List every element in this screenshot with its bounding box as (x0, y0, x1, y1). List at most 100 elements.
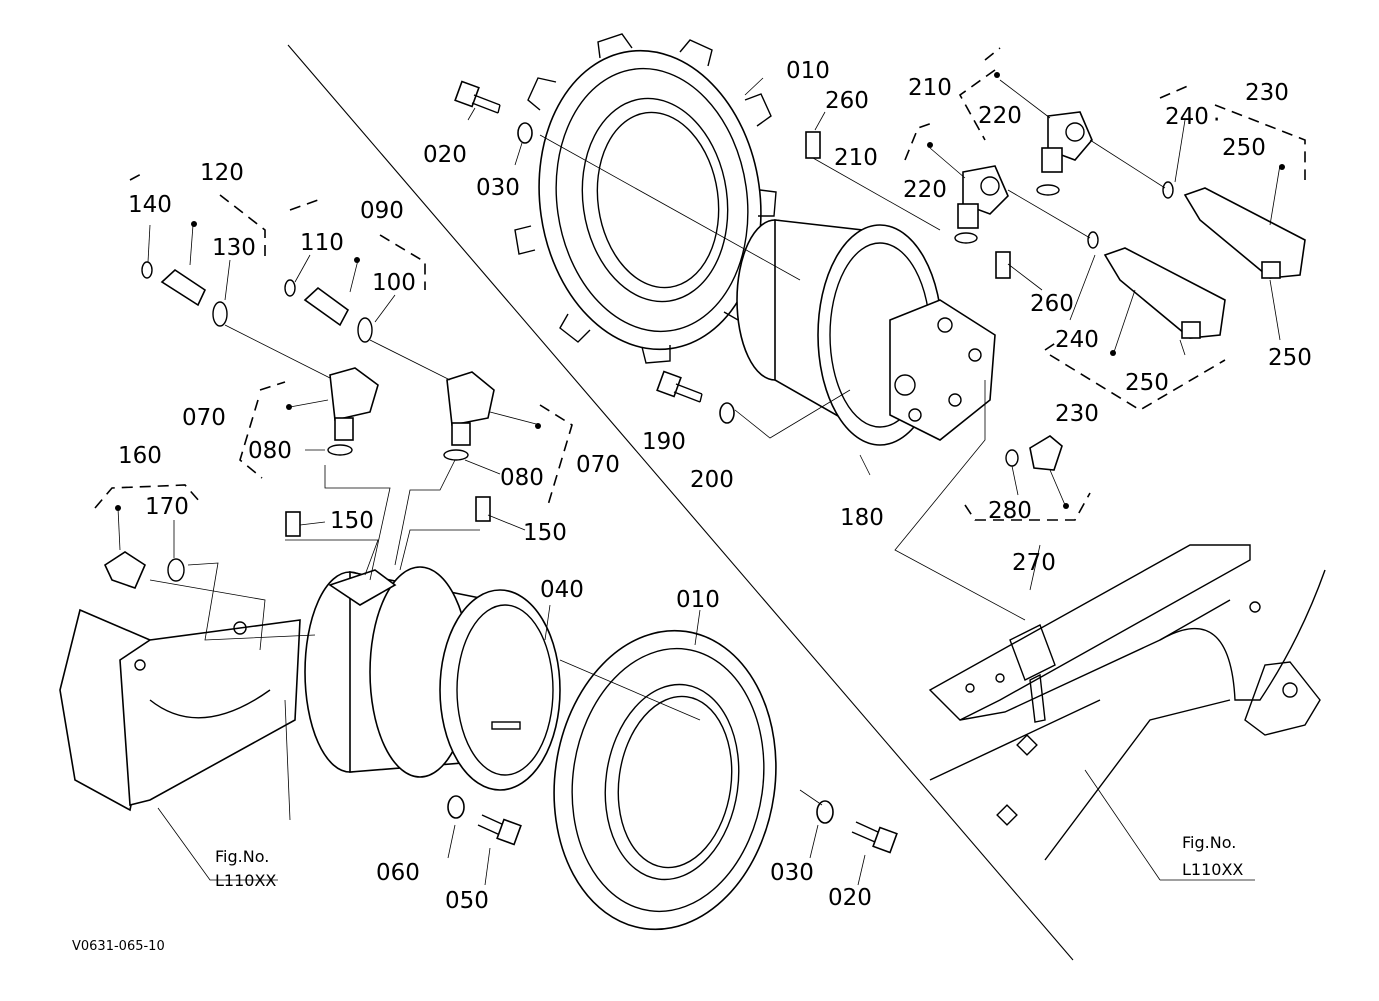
group-210-b (904, 121, 936, 161)
callout: 020 (423, 142, 467, 168)
oring-130 (212, 301, 228, 327)
group-230-top (1159, 84, 1306, 180)
group-070-right (539, 404, 573, 506)
callout: 280 (988, 498, 1032, 524)
callout: 030 (770, 860, 814, 886)
oring-140 (141, 261, 153, 279)
callout: 260 (825, 88, 869, 114)
oring-080-left (327, 444, 353, 456)
callout: 120 (200, 160, 244, 186)
adapter-120 (160, 268, 207, 307)
callout: 240 (1165, 104, 1209, 130)
group-160 (94, 484, 201, 509)
callout: 220 (978, 103, 1022, 129)
leaders-top (467, 77, 1281, 621)
fitting-150-right (475, 496, 491, 522)
fig-ref-right: Fig.No. L110XX (1084, 769, 1255, 881)
dots-top (927, 72, 1285, 509)
group-270 (964, 492, 1091, 521)
fig-ref-line2: L110XX (1182, 860, 1243, 879)
group-230-mid (1044, 339, 1226, 411)
callout: 080 (500, 465, 544, 491)
divider-line (287, 44, 1074, 961)
oring-100 (357, 317, 373, 343)
oring-220-a (1036, 184, 1060, 196)
callout: 090 (360, 198, 404, 224)
group-070-left (239, 381, 286, 479)
callout: 270 (1012, 550, 1056, 576)
travel-motor-top (736, 219, 996, 446)
washer-030-top (517, 122, 533, 144)
callout: 100 (372, 270, 416, 296)
valve-250-b (1103, 247, 1226, 339)
callout: 230 (1245, 80, 1289, 106)
callout-dot-sep: · (1213, 107, 1220, 133)
adapter-090 (303, 286, 350, 327)
track-frame-left (59, 608, 301, 812)
callout-labels: 010 010 020 020 030 030 040 050 060 070 … (118, 58, 1312, 914)
bolt-050 (477, 814, 522, 846)
callout: 210 (834, 145, 878, 171)
oring-110 (284, 279, 296, 297)
group-210-a (958, 47, 1001, 141)
callout: 190 (642, 429, 686, 455)
callout: 110 (300, 230, 344, 256)
sensor-070-left (329, 367, 379, 441)
callout: 200 (690, 467, 734, 493)
bolt-190 (656, 370, 703, 403)
callout: 160 (118, 443, 162, 469)
elbow-160 (103, 551, 147, 589)
callout: 210 (908, 75, 952, 101)
sprocket-top (514, 33, 777, 364)
callout: 040 (540, 577, 584, 603)
callout: 070 (576, 452, 620, 478)
oring-080-right (443, 449, 469, 461)
callout: 130 (212, 235, 256, 261)
callout: 180 (840, 505, 884, 531)
callout: 250 (1222, 135, 1266, 161)
fitting-150-left (285, 511, 301, 537)
washer-060 (447, 795, 465, 819)
callout: 070 (182, 405, 226, 431)
sprocket-bottom (553, 629, 777, 931)
fitting-260-b (995, 251, 1011, 279)
bolt-020-bottom (851, 821, 898, 854)
fig-ref-line1: Fig.No. (215, 847, 269, 866)
valve-250-a (1183, 187, 1306, 279)
callout: 010 (786, 58, 830, 84)
oring-220-b (954, 232, 978, 244)
callout: 250 (1125, 370, 1169, 396)
group-120 (129, 171, 266, 260)
fig-ref-left: Fig.No. L110XX (215, 847, 276, 890)
drawing-code: V0631-065-10 (72, 939, 165, 954)
elbow-210-a (1041, 111, 1093, 173)
group-090 (289, 199, 426, 290)
washer-030-bottom (816, 800, 834, 824)
callout: 140 (128, 192, 172, 218)
oring-170 (167, 558, 185, 582)
fig-ref-line1: Fig.No. (1182, 833, 1236, 852)
fitting-260-a (805, 131, 821, 159)
dots-bottom (115, 221, 541, 511)
callout: 030 (476, 175, 520, 201)
sensor-070-right (446, 371, 495, 446)
elbow-270 (1029, 435, 1063, 471)
oring-240-a (1162, 181, 1174, 199)
callout: 240 (1055, 327, 1099, 353)
leaders-bottom (117, 224, 866, 886)
track-frame-right (928, 544, 1326, 861)
callout: 010 (676, 587, 720, 613)
fig-ref-line2: L110XX (215, 871, 276, 890)
callout: 060 (376, 860, 420, 886)
washer-200 (719, 402, 735, 424)
callout: 080 (248, 438, 292, 464)
callout: 250 (1268, 345, 1312, 371)
callout: 230 (1055, 401, 1099, 427)
callout: 050 (445, 888, 489, 914)
callout: 150 (523, 520, 567, 546)
oring-280 (1005, 449, 1019, 467)
callout: 150 (330, 508, 374, 534)
callout: 020 (828, 885, 872, 911)
elbow-210-b (957, 165, 1009, 229)
